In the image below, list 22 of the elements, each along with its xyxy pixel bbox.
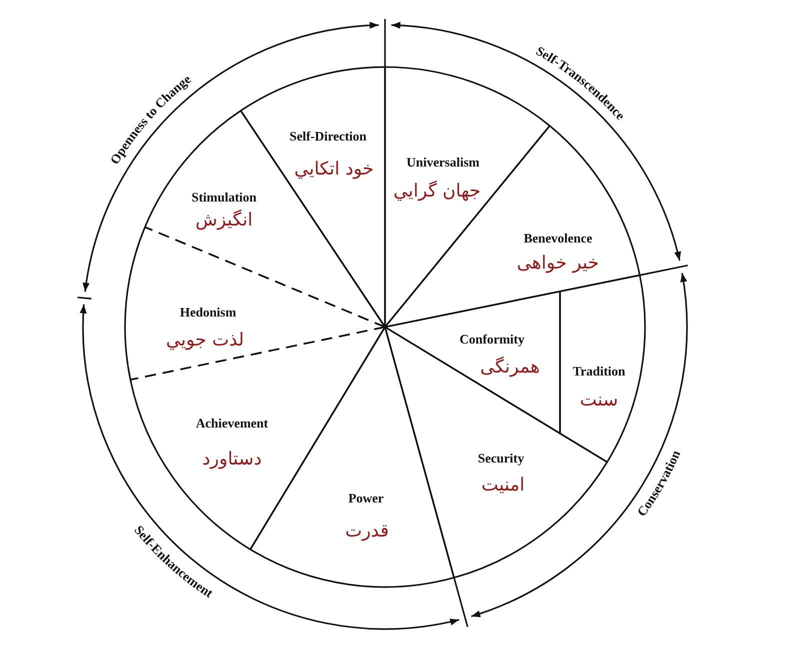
value-name: Security [478, 452, 524, 464]
value-name-translation: خود اتکايي [294, 160, 374, 180]
value-name: Universalism [406, 156, 480, 168]
value-name-translation: سنت [580, 390, 618, 412]
value-name: Tradition [572, 364, 626, 378]
value-name-translation: قدرت [345, 522, 389, 542]
value-name: Self-Direction [289, 130, 367, 142]
value-segment [384, 290, 561, 435]
value-name: Benevolence [524, 232, 592, 244]
value-name: Achievement [196, 416, 268, 430]
value-name-translation: جهان گرايي [393, 182, 481, 202]
value-name: Conformity [460, 332, 524, 346]
value-name-translation: امنیت [481, 476, 525, 496]
value-name: Stimulation [192, 190, 256, 204]
value-name-translation: همرنگی [480, 358, 540, 378]
value-name: Hedonism [180, 306, 236, 318]
value-segment [384, 124, 641, 328]
value-name-translation: لذت جويي [166, 330, 244, 352]
value-name-translation: خیر خواهی [516, 254, 600, 274]
value-name-translation: دستاورد [202, 450, 262, 470]
value-name-translation: انگيزش [195, 210, 253, 232]
value-name: Power [348, 492, 384, 504]
